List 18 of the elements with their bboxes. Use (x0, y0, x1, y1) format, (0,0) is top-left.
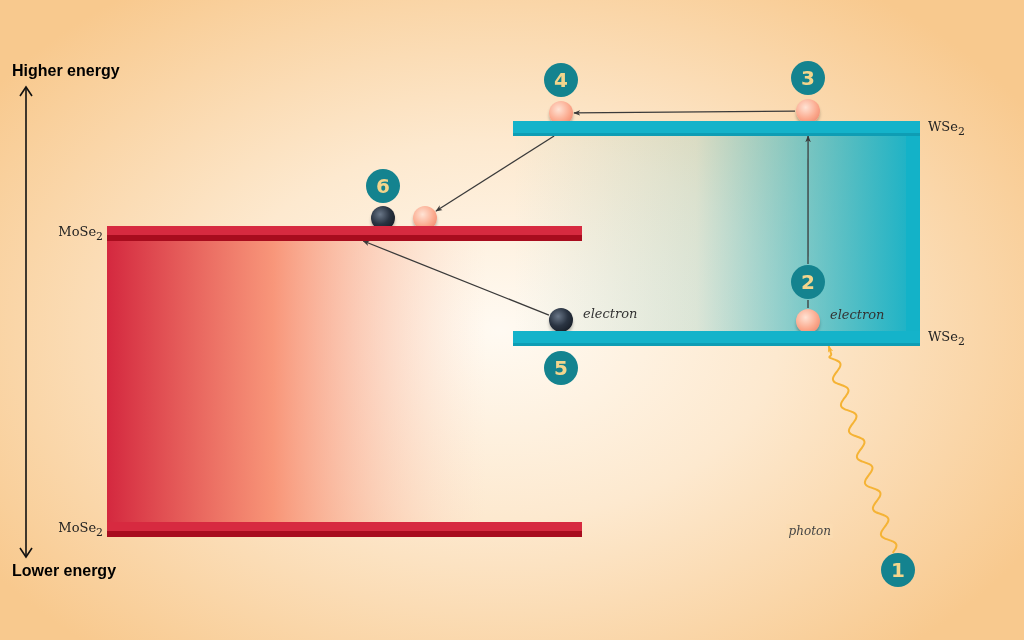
band-label: WSe$_{2}$ (928, 118, 965, 140)
callout-number: 4 (544, 63, 578, 97)
arrow (805, 135, 811, 265)
arrow (435, 135, 555, 212)
edge-label: photon (786, 524, 833, 538)
particle-label: electron (830, 307, 885, 322)
axis-label: Lower energy (12, 562, 117, 580)
callout-number: 3 (791, 61, 825, 95)
arrow (362, 240, 550, 316)
band-label: MoSe$_{2}$ (58, 223, 103, 245)
band-label: MoSe$_{2}$ (58, 519, 103, 541)
callout-number: 6 (366, 169, 400, 203)
axis-label: Higher energy (12, 62, 120, 80)
band-label: WSe$_{2}$ (928, 328, 965, 350)
callout-number: 1 (881, 553, 915, 587)
particle-label: electron (583, 306, 638, 321)
wavy-arrow (827, 345, 898, 554)
arrow (573, 110, 796, 116)
